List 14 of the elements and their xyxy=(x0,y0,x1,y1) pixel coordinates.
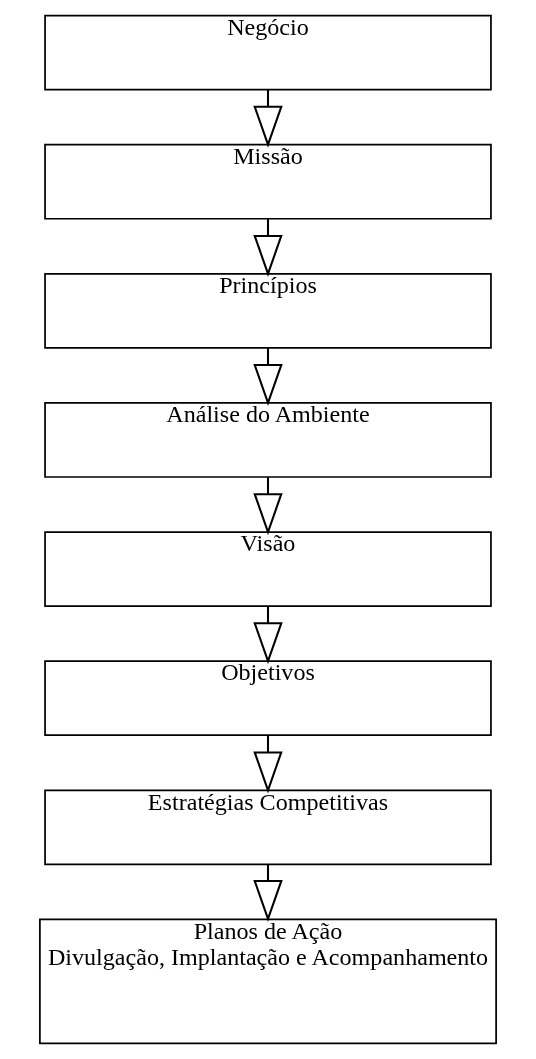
node-box: Negócio xyxy=(44,14,492,91)
node-box: Visão xyxy=(44,531,492,607)
node-box: Objetivos xyxy=(44,660,492,737)
node-box: Estratégias Competitivas xyxy=(44,789,492,866)
node-box: Missão xyxy=(44,143,492,220)
node-box: Princípios xyxy=(44,272,492,349)
arrow xyxy=(253,606,283,665)
arrow xyxy=(253,477,283,536)
node-box: Planos de Ação Divulgação, Implantação e Acompanhamento xyxy=(39,918,497,1045)
arrow xyxy=(253,90,283,148)
arrow xyxy=(253,864,283,923)
arrow xyxy=(253,219,283,277)
arrow xyxy=(253,348,283,407)
node-box: Análise do Ambiente xyxy=(44,402,492,478)
